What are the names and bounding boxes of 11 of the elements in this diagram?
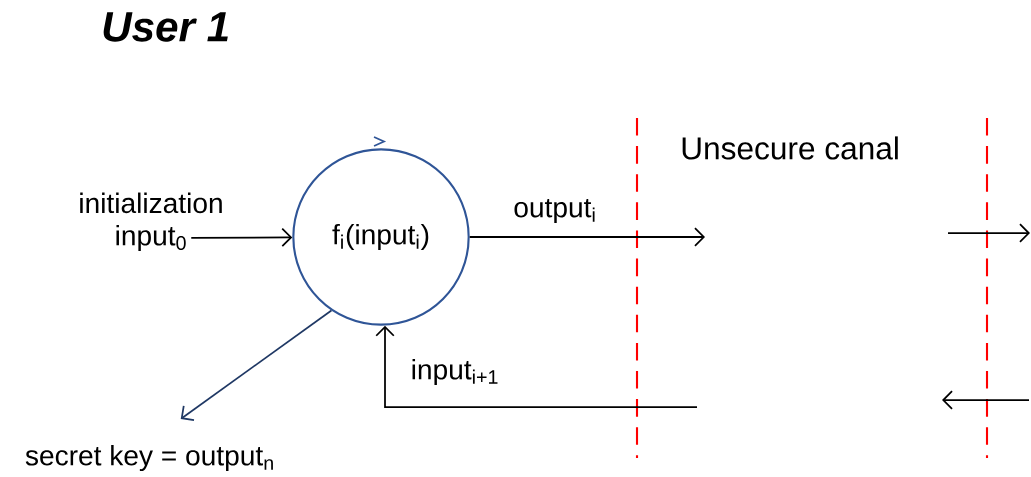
arrow [468,227,705,247]
arrow [180,309,333,422]
edge-label: input$_{i+1}$ [412,358,498,386]
area-label: Unsecure canal [682,136,898,160]
result-label: secret key = output$_{n}$ [25,444,273,472]
caption-text: initialization [80,192,222,214]
arrow [190,227,293,248]
edge-label: output$_{i}$ [514,199,595,223]
title: User 1 [103,12,228,42]
arrow [375,325,698,408]
input-label: input$_{0}$ [116,224,186,252]
